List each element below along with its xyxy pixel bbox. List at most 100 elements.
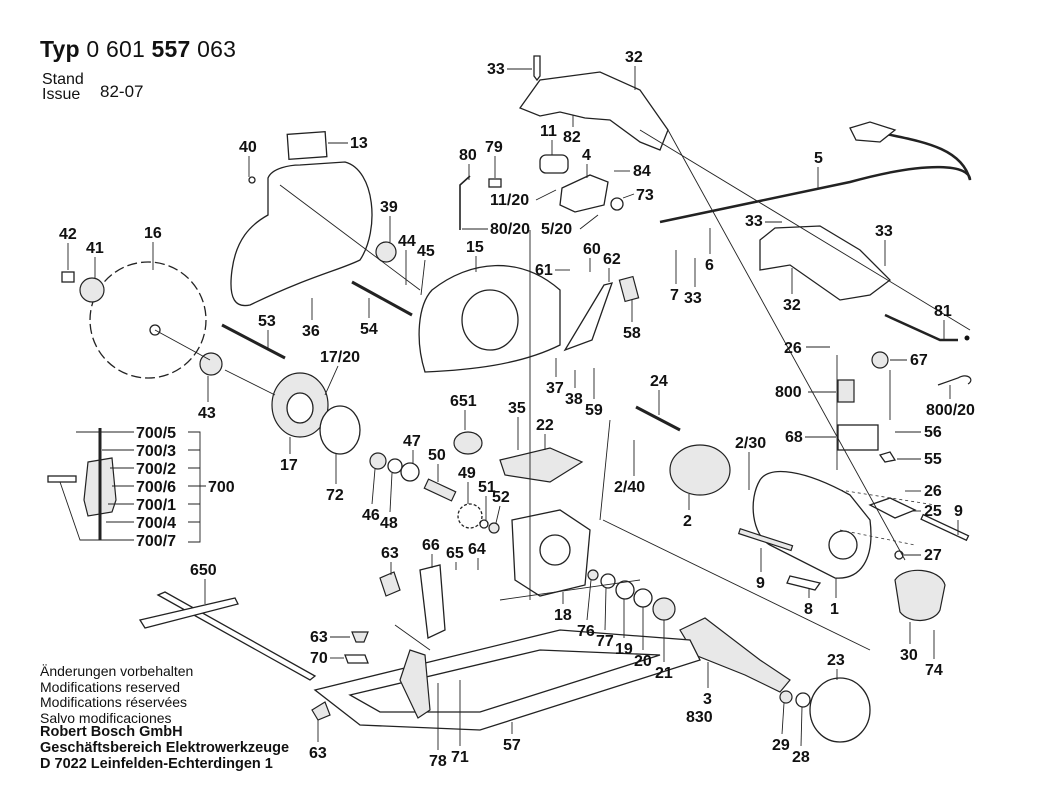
ring-48 [387, 458, 403, 474]
screw-40 [248, 176, 256, 184]
label-66: 66 [422, 537, 440, 554]
label-57: 57 [503, 737, 521, 754]
bearing-46 [369, 452, 387, 470]
axis-line [639, 129, 971, 331]
blade-guard-36 [230, 161, 373, 307]
label-53: 53 [258, 313, 276, 330]
knob-63-a [379, 571, 401, 597]
label-71: 71 [451, 749, 469, 766]
label-18: 18 [554, 607, 572, 624]
bracket-700 [188, 431, 206, 543]
circlip-47 [400, 462, 420, 482]
label-13: 13 [350, 135, 368, 152]
label-45: 45 [417, 243, 435, 260]
label-700-5: 700/5 [136, 425, 176, 442]
flange-41 [79, 277, 105, 303]
bolt-53 [221, 323, 286, 360]
note-es: Salvo modificaciones [40, 709, 172, 726]
company-location: D 7022 Leinfelden-Echterdingen 1 [40, 756, 273, 772]
screw-42 [61, 271, 75, 283]
company-address: Robert Bosch GmbH Geschäftsbereich Elekt… [40, 724, 289, 772]
label-65: 65 [446, 545, 464, 562]
label-23: 23 [827, 652, 845, 669]
leader [781, 702, 785, 735]
leader [800, 706, 803, 747]
label-700-1: 700/1 [136, 497, 176, 514]
hex-key-tip [964, 335, 970, 341]
label-50: 50 [428, 447, 446, 464]
label-41: 41 [86, 240, 104, 257]
bolt-24 [635, 405, 681, 432]
leader [324, 365, 339, 396]
label-77: 77 [596, 633, 614, 650]
brush-holder-68 [837, 424, 879, 451]
label-52: 52 [492, 489, 510, 506]
label-2-30: 2/30 [735, 435, 766, 452]
knob-39 [375, 241, 397, 263]
label-40: 40 [239, 139, 257, 156]
ring-19 [615, 580, 635, 600]
bearing-29 [779, 690, 793, 704]
label-6: 6 [705, 257, 714, 274]
axis-line [667, 129, 906, 561]
knob-651 [453, 431, 483, 455]
washer-77 [600, 573, 616, 589]
label-16: 16 [144, 225, 162, 242]
handle-rear-part [759, 225, 891, 301]
label-39: 39 [380, 199, 398, 216]
leader [579, 214, 599, 230]
label-61: 61 [535, 262, 553, 279]
leader [622, 193, 635, 199]
label-51: 51 [478, 479, 496, 496]
handle-top-part [518, 71, 669, 151]
leader [495, 505, 501, 524]
bolt-54 [351, 280, 413, 317]
bearing-21 [652, 597, 676, 621]
switch-part [559, 174, 609, 213]
type-number-bold: 557 [151, 36, 191, 62]
cable-80 [459, 175, 471, 230]
label-20: 20 [634, 653, 652, 670]
gear-49 [457, 503, 483, 529]
label-700-6: 700/6 [136, 479, 176, 496]
label-30: 30 [900, 647, 918, 664]
axis-line [599, 419, 611, 521]
strip-9-right [920, 513, 970, 542]
label-42: 42 [59, 226, 77, 243]
spring-67 [871, 351, 889, 369]
label-72: 72 [326, 487, 344, 504]
axis-line [279, 184, 421, 291]
label-58: 58 [623, 325, 641, 342]
cable-clip-79 [488, 178, 502, 188]
label-68: 68 [785, 429, 803, 446]
sleeve-76 [587, 569, 599, 581]
note-de: Änderungen vorbehalten [40, 663, 194, 679]
leader [604, 587, 607, 631]
label-26: 26 [924, 483, 942, 500]
stand-label: Stand [42, 71, 84, 88]
label-700-3: 700/3 [136, 443, 176, 460]
label-plate-13 [286, 131, 328, 160]
label-27: 27 [924, 547, 942, 564]
label-60: 60 [583, 241, 601, 258]
label-43: 43 [198, 405, 216, 422]
callouts: 33 32 82 11 4 84 80 79 11/20 80/20 5/20 … [59, 49, 975, 770]
label-650: 650 [190, 562, 217, 579]
leader [389, 472, 393, 513]
clip-55 [878, 451, 897, 463]
label-70: 70 [310, 650, 328, 667]
label-3: 3 [703, 691, 712, 708]
label-5: 5 [814, 150, 823, 167]
label-15: 15 [466, 239, 484, 256]
company-name: Robert Bosch GmbH [40, 724, 183, 740]
parallel-guide-650 [156, 591, 317, 681]
leader [371, 468, 376, 505]
label-38: 38 [565, 391, 583, 408]
label-74: 74 [925, 662, 943, 679]
motor-housing-1 [752, 470, 872, 579]
washer-70 [344, 654, 369, 664]
label-9: 9 [756, 575, 765, 592]
axis-line [839, 489, 936, 506]
label-19: 19 [615, 641, 633, 658]
armature-3 [679, 617, 791, 693]
